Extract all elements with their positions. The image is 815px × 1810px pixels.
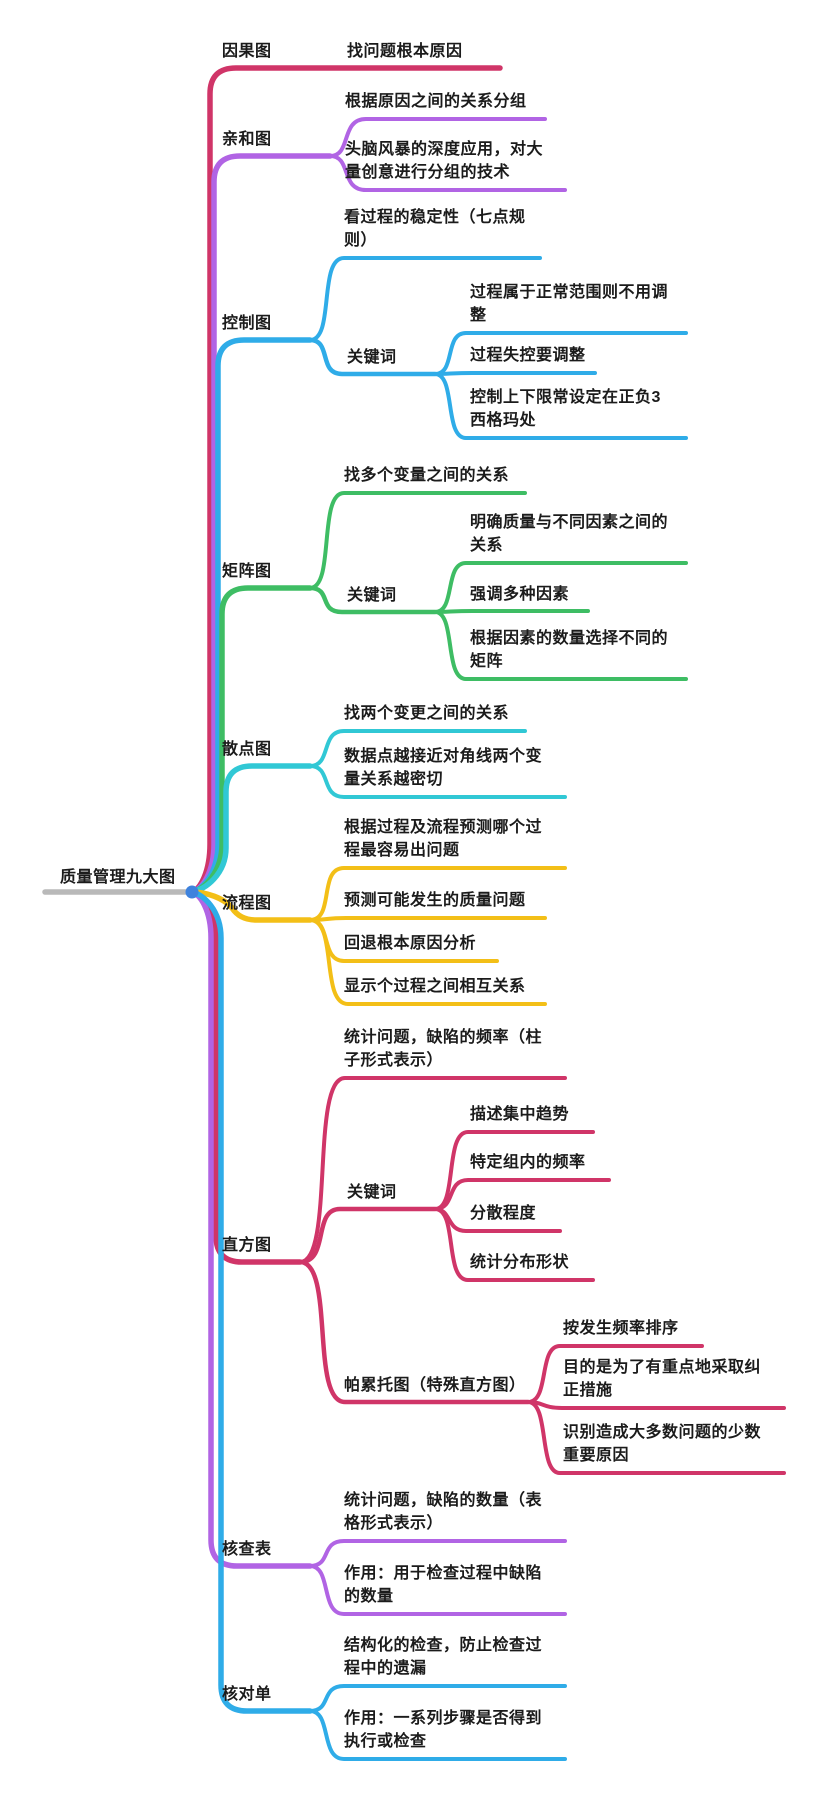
leaf-scatter-1[interactable]: 数据点越接近对角线两个变量关系越密切 — [344, 748, 543, 788]
line-matrix-leaf-0 — [308, 491, 527, 590]
node-flowchart[interactable]: 流程图 — [222, 895, 272, 912]
line-flowchart-leaf-0 — [308, 866, 567, 922]
node-pareto-chart[interactable]: 帕累托图（特殊直方图） — [344, 1377, 526, 1394]
node-histogram-keywords[interactable]: 关键词 — [347, 1184, 397, 1201]
line-pareto-leaf-1 — [526, 1400, 786, 1410]
node-histogram[interactable]: 直方图 — [222, 1237, 272, 1254]
line-control-kw-1 — [433, 371, 597, 376]
node-matrix-diagram[interactable]: 矩阵图 — [222, 563, 272, 580]
leaf-pareto-2[interactable]: 识别造成大多数问题的少数重要原因 — [563, 1424, 762, 1464]
leaf-checksheet-1[interactable]: 作用：用于检查过程中缺陷的数量 — [344, 1565, 543, 1605]
leaf-matrix-kw-2[interactable]: 根据因素的数量选择不同的矩阵 — [470, 630, 669, 670]
line-matrix-keywords — [307, 585, 438, 615]
line-control-keywords — [307, 337, 438, 377]
line-pareto-leaf-0 — [526, 1344, 704, 1404]
line-pareto — [297, 1259, 531, 1405]
line-flowchart-trunk — [189, 889, 313, 923]
node-root[interactable]: 质量管理九大图 — [60, 869, 176, 886]
line-checksheet-leaf-1 — [308, 1564, 567, 1616]
leaf-flowchart-1[interactable]: 预测可能发生的质量问题 — [344, 892, 526, 909]
line-matrix-kw-1 — [433, 609, 590, 614]
line-control-leaf-0 — [308, 256, 542, 342]
leaf-pareto-1[interactable]: 目的是为了有重点地采取纠正措施 — [563, 1359, 762, 1399]
node-cause-effect-diagram[interactable]: 因果图 — [222, 43, 272, 60]
line-histogram-leaf-0 — [298, 1076, 567, 1264]
line-histogram-kw-1 — [433, 1178, 611, 1211]
leaf-flowchart-2[interactable]: 回退根本原因分析 — [344, 935, 477, 952]
line-pareto-leaf-2 — [526, 1400, 786, 1475]
leaf-pareto-0[interactable]: 按发生频率排序 — [563, 1320, 679, 1337]
line-affinity-leaf-0 — [328, 117, 547, 158]
line-checklist-leaf-1 — [308, 1709, 567, 1761]
leaf-checklist-1[interactable]: 作用：一系列步骤是否得到执行或检查 — [344, 1710, 543, 1750]
leaf-histogram-kw-1[interactable]: 特定组内的频率 — [470, 1154, 586, 1171]
line-histogram-keywords — [297, 1206, 438, 1265]
line-checklist-leaf-0 — [308, 1684, 567, 1713]
node-scatter-plot[interactable]: 散点图 — [222, 741, 272, 758]
leaf-affinity-0[interactable]: 根据原因之间的关系分组 — [345, 93, 527, 110]
leaf-control-kw-2[interactable]: 控制上下限常设定在正负3西格玛处 — [470, 389, 661, 429]
leaf-matrix-kw-1[interactable]: 强调多种因素 — [470, 586, 570, 603]
leaf-histogram-0[interactable]: 统计问题，缺陷的频率（柱子形式表示） — [344, 1029, 543, 1069]
line-checksheet-leaf-0 — [308, 1539, 567, 1568]
line-control-kw-2 — [433, 372, 688, 440]
node-control-chart[interactable]: 控制图 — [222, 315, 272, 332]
line-scatter-trunk — [189, 763, 313, 895]
line-histogram-trunk — [189, 889, 303, 1265]
leaf-control-kw-0[interactable]: 过程属于正常范围则不用调整 — [470, 284, 669, 324]
leaf-histogram-kw-2[interactable]: 分散程度 — [470, 1205, 537, 1222]
node-matrix-keywords[interactable]: 关键词 — [347, 587, 397, 604]
leaf-matrix-kw-0[interactable]: 明确质量与不同因素之间的关系 — [470, 514, 669, 554]
leaf-histogram-kw-0[interactable]: 描述集中趋势 — [470, 1106, 570, 1123]
line-flowchart-leaf-1 — [308, 916, 547, 922]
leaf-checklist-0[interactable]: 结构化的检查，防止检查过程中的遗漏 — [344, 1637, 543, 1677]
line-affinity-leaf-1 — [328, 154, 567, 192]
line-histogram-kw-3 — [433, 1207, 595, 1282]
node-control-keywords[interactable]: 关键词 — [347, 349, 397, 366]
leaf-affinity-1[interactable]: 头脑风暴的深度应用，对大量创意进行分组的技术 — [345, 141, 544, 181]
leaf-histogram-kw-3[interactable]: 统计分布形状 — [470, 1254, 570, 1271]
line-checklist-trunk — [189, 889, 313, 1714]
line-matrix-kw-2 — [433, 610, 688, 681]
root-dot — [185, 885, 199, 899]
leaf-control-0[interactable]: 看过程的稳定性（七点规则） — [344, 209, 526, 249]
line-flowchart-leaf-3 — [308, 918, 547, 1006]
line-affinity-trunk — [189, 153, 333, 895]
leaf-control-kw-1[interactable]: 过程失控要调整 — [470, 347, 586, 364]
leaf-flowchart-0[interactable]: 根据过程及流程预测哪个过程最容易出问题 — [344, 819, 543, 859]
leaf-scatter-0[interactable]: 找两个变更之间的关系 — [344, 705, 510, 722]
leaf-flowchart-3[interactable]: 显示个过程之间相互关系 — [344, 978, 526, 995]
node-check-sheet[interactable]: 核查表 — [222, 1541, 272, 1558]
node-affinity-diagram[interactable]: 亲和图 — [222, 131, 272, 148]
node-checklist[interactable]: 核对单 — [222, 1686, 272, 1703]
leaf-cause-effect-0[interactable]: 找问题根本原因 — [347, 43, 463, 60]
line-scatter-leaf-0 — [308, 729, 527, 768]
line-scatter-leaf-1 — [308, 764, 567, 799]
line-checksheet-trunk — [189, 889, 313, 1569]
leaf-matrix-0[interactable]: 找多个变量之间的关系 — [344, 467, 510, 484]
leaf-checksheet-0[interactable]: 统计问题，缺陷的数量（表格形式表示） — [344, 1492, 543, 1532]
